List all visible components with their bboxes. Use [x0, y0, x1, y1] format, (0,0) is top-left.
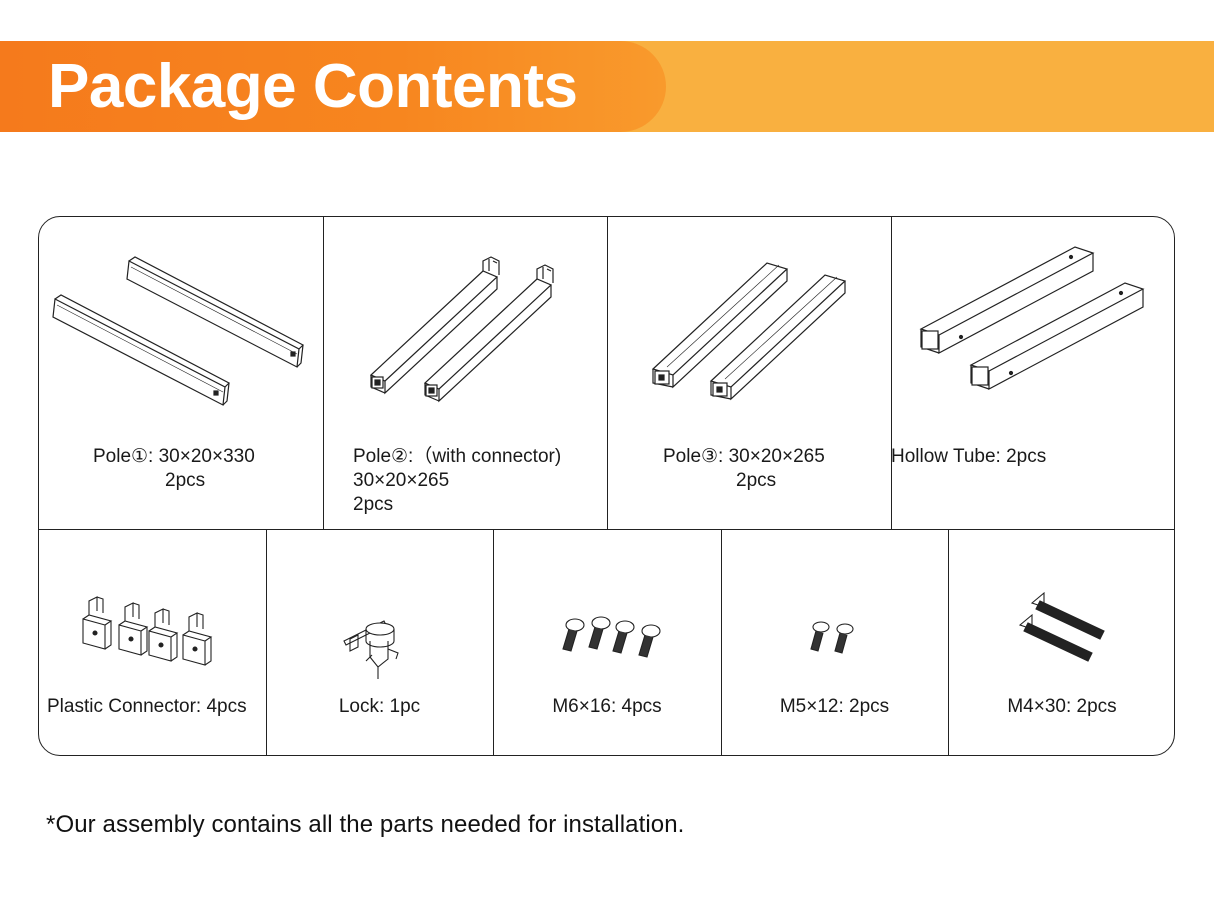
column-divider: [948, 529, 950, 755]
column-divider: [891, 217, 893, 529]
lock-illustration: [343, 620, 399, 679]
item-pole-3: Pole③: 30×20×265 2pcs: [607, 217, 891, 529]
screw-icon: [562, 618, 585, 652]
screw-icon: [834, 623, 854, 654]
item-label: Pole③: 30×20×265: [663, 446, 825, 467]
item-label: Hollow Tube: 2pcs: [891, 446, 1047, 467]
pole-1-illustration: [52, 256, 305, 406]
footer-note: *Our assembly contains all the parts nee…: [46, 811, 685, 838]
item-label: Pole①: 30×20×330: [93, 446, 255, 467]
item-pole-2: Pole②:（with connector) 30×20×265 2pcs: [323, 217, 607, 529]
pole-icon: [651, 262, 789, 389]
connector-icon: [82, 596, 113, 650]
connector-pole-icon: [423, 264, 554, 403]
hollow-tube-illustration: [919, 246, 1145, 390]
screw-icon: [1030, 591, 1105, 640]
item-label: Lock: 1pc: [338, 696, 421, 717]
column-divider: [607, 217, 609, 529]
item-label: Pole②:（with connector): [353, 446, 562, 467]
screw-icon: [588, 616, 611, 650]
hollow-tube-icon: [969, 282, 1145, 390]
item-hollow-tube: Hollow Tube: 2pcs: [891, 217, 1174, 529]
pole-2-illustration: [369, 256, 554, 403]
column-divider: [266, 529, 268, 755]
screw-icon: [612, 620, 635, 654]
item-qty: 2pcs: [165, 470, 206, 491]
lock-icon: [343, 620, 399, 679]
plastic-connector-illustration: [82, 596, 213, 666]
pole-3-illustration: [651, 262, 847, 401]
item-size: 30×20×265: [353, 470, 450, 491]
connector-icon: [148, 608, 179, 662]
page-title: Package Contents: [48, 52, 578, 121]
item-m4x30: M4×30: 2pcs: [948, 529, 1174, 755]
column-divider: [493, 529, 495, 755]
row-divider: [39, 529, 1174, 531]
banner-pill: [0, 41, 666, 132]
long-pole-icon: [52, 294, 231, 406]
column-divider: [323, 217, 325, 529]
item-m5x12: M5×12: 2pcs: [721, 529, 948, 755]
m6x16-screws-illustration: [562, 616, 661, 658]
item-label: Plastic Connector: 4pcs: [47, 696, 247, 717]
item-plastic-connector: Plastic Connector: 4pcs: [39, 529, 266, 755]
m4x30-screws-illustration: [1018, 591, 1105, 662]
contents-table: Pole①: 30×20×330 2pcs Pole②:（with co: [38, 216, 1175, 756]
item-pole-1: Pole①: 30×20×330 2pcs: [39, 217, 323, 529]
item-m6x16: M6×16: 4pcs: [493, 529, 721, 755]
connector-pole-icon: [369, 256, 500, 395]
pole-icon: [709, 274, 847, 401]
item-label: M5×12: 2pcs: [779, 696, 890, 717]
screw-icon: [1018, 613, 1093, 662]
screw-icon: [810, 621, 830, 652]
connector-icon: [182, 612, 213, 666]
column-divider: [721, 529, 723, 755]
header-banner: Package Contents: [0, 41, 1214, 132]
hollow-tube-icon: [919, 246, 1095, 354]
connector-icon: [118, 602, 149, 656]
item-lock: Lock: 1pc: [266, 529, 493, 755]
screw-icon: [638, 624, 661, 658]
item-label: M4×30: 2pcs: [1007, 696, 1117, 717]
long-pole-icon: [126, 256, 305, 368]
item-qty: 2pcs: [736, 470, 777, 491]
m5x12-screws-illustration: [810, 621, 854, 654]
item-qty: 2pcs: [353, 494, 394, 515]
item-label: M6×16: 4pcs: [552, 696, 662, 717]
